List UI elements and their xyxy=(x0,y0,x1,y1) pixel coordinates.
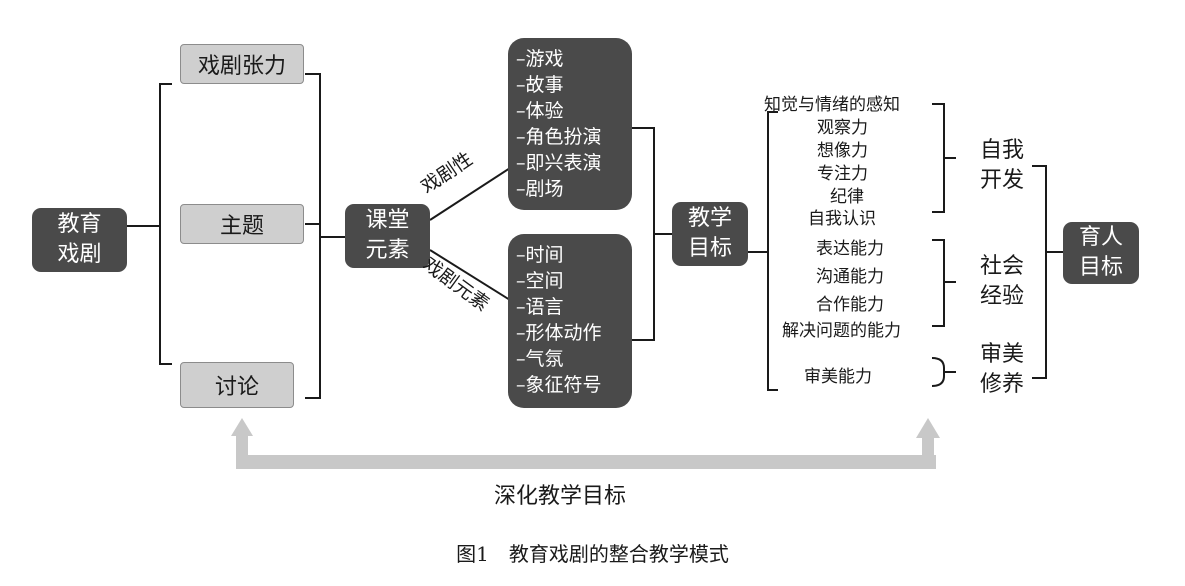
list-item: –形体动作 xyxy=(516,322,602,344)
feedback-arrow xyxy=(231,418,940,469)
skill-item: 想像力 xyxy=(817,141,868,161)
upper-list-box: –游戏 –故事 –体验 –角色扮演 –即兴表演 –剧场 xyxy=(508,38,632,210)
skill-item: 知觉与情绪的感知 xyxy=(764,95,900,115)
skill-item: 观察力 xyxy=(817,118,868,138)
branch-label: 主题 xyxy=(219,214,264,239)
final-goal-label: 育人目标 xyxy=(1078,225,1123,280)
skill-item: 纪律 xyxy=(830,187,864,207)
root-node: 教育戏剧 xyxy=(32,208,127,272)
list-item: –剧场 xyxy=(516,178,564,200)
list-item: –象征符号 xyxy=(516,374,602,396)
skill-item: 解决问题的能力 xyxy=(782,321,901,341)
branch-drama-tension: 戏剧张力 xyxy=(180,44,304,84)
list-item: –语言 xyxy=(516,296,564,318)
list-item: –空间 xyxy=(516,270,564,292)
branch-label: 讨论 xyxy=(214,375,259,400)
group-social: 社会经验 xyxy=(979,254,1024,309)
classroom-label: 课堂元素 xyxy=(365,208,410,263)
list-item: –即兴表演 xyxy=(516,152,602,174)
list-item: –气氛 xyxy=(516,348,564,370)
skill-item: 审美能力 xyxy=(804,367,872,387)
figure-caption: 图1 教育戏剧的整合教学模式 xyxy=(456,542,729,566)
list-item: –故事 xyxy=(516,74,564,96)
classroom-node: 课堂元素 xyxy=(345,204,430,268)
list-item: –游戏 xyxy=(516,48,564,70)
skill-item: 合作能力 xyxy=(816,295,884,315)
lower-list-box: –时间 –空间 –语言 –形体动作 –气氛 –象征符号 xyxy=(508,234,632,408)
final-goal-node: 育人目标 xyxy=(1063,222,1139,284)
list-item: –体验 xyxy=(516,100,564,122)
branch-theme: 主题 xyxy=(180,204,304,244)
list-item: –角色扮演 xyxy=(516,126,602,148)
teaching-goal-node: 教学目标 xyxy=(672,202,748,266)
skill-item: 专注力 xyxy=(817,164,868,184)
skill-item: 自我认识 xyxy=(808,209,876,229)
feedback-label: 深化教学目标 xyxy=(494,484,627,509)
group-aesthetic: 审美修养 xyxy=(979,342,1024,397)
branch-discussion: 讨论 xyxy=(180,362,294,408)
skill-item: 表达能力 xyxy=(816,239,884,259)
skill-item: 沟通能力 xyxy=(816,267,884,287)
list-item: –时间 xyxy=(516,244,564,266)
root-label: 教育戏剧 xyxy=(57,212,102,267)
group-self: 自我开发 xyxy=(979,138,1024,193)
teaching-goal-label: 教学目标 xyxy=(687,206,732,261)
branch-label: 戏剧张力 xyxy=(197,54,286,79)
